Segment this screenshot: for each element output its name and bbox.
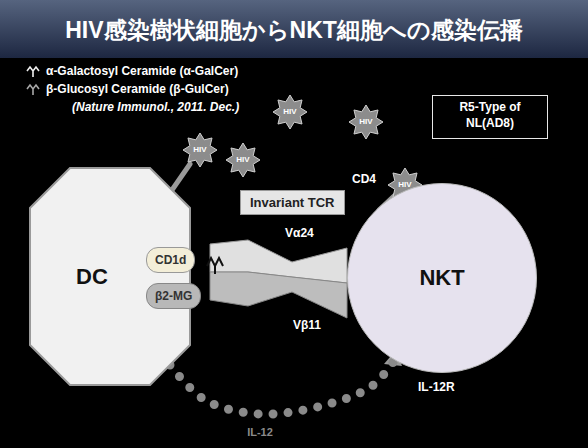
- virus-attachment-stalk: [172, 164, 190, 190]
- node-text: HIV: [193, 146, 206, 154]
- strain-box: R5-Type of NL(AD8): [432, 95, 548, 139]
- virus-particle: HIV: [183, 133, 217, 167]
- virus-particle: HIV: [226, 143, 260, 177]
- receptor-label: IL-12R: [418, 380, 455, 394]
- node-text: HIV: [236, 156, 249, 164]
- chain-label: Vα24: [285, 226, 314, 240]
- nkt-cell: NKT: [347, 183, 537, 373]
- legend-row: β-Glucosyl Ceramide (β-GulCer): [26, 82, 229, 96]
- virus-star: [273, 95, 307, 129]
- glycolipid-sample: [27, 67, 39, 77]
- secretion-path: [170, 360, 395, 414]
- virus-star: [226, 143, 260, 177]
- citation: (Nature Immunol., 2011. Dec.): [72, 100, 239, 114]
- glycolipid-antigen: [207, 258, 223, 274]
- node-text: HIV: [283, 108, 296, 116]
- glycolipid-icon: [26, 64, 42, 78]
- legend-text: α-Galactosyl Ceramide (α-GalCer): [46, 64, 238, 78]
- chain-label: Vβ11: [293, 318, 321, 332]
- legend-text: β-Glucosyl Ceramide (β-GulCer): [46, 82, 229, 96]
- b2m-molecule: β2-MG: [146, 283, 201, 309]
- legend-row: α-Galactosyl Ceramide (α-GalCer): [26, 64, 238, 78]
- node-text: β2-MG: [155, 289, 192, 303]
- title-bar: HIV感染樹状細胞からNKT細胞への感染伝播: [0, 0, 588, 58]
- virus-particle: HIV: [349, 105, 383, 139]
- edge-label: IL-12: [245, 426, 275, 438]
- virus-particle: HIV: [273, 95, 307, 129]
- receptor-label: CD4: [352, 172, 376, 186]
- virus-star: [349, 105, 383, 139]
- node-text: HIV: [359, 118, 372, 126]
- node-text: R5-Type of NL(AD8): [439, 100, 541, 131]
- dendritic-cell: DC CD1d β2-MG: [30, 168, 190, 385]
- cd1d-molecule: CD1d: [146, 247, 195, 273]
- tcr-beta-chain: [210, 272, 347, 318]
- virus-star: [183, 133, 217, 167]
- node-text: CD1d: [155, 253, 186, 267]
- cell-outline: [30, 168, 190, 385]
- glycolipid-sample: [27, 85, 39, 95]
- node-text: Invariant TCR: [250, 195, 335, 210]
- octagon-shape: [30, 168, 190, 385]
- receptor-box: Invariant TCR: [240, 190, 345, 215]
- node-text: DC: [76, 264, 108, 290]
- glycolipid-icon: [26, 82, 42, 96]
- slide-title: HIV感染樹状細胞からNKT細胞への感染伝播: [0, 0, 588, 46]
- node-text: NKT: [419, 265, 464, 291]
